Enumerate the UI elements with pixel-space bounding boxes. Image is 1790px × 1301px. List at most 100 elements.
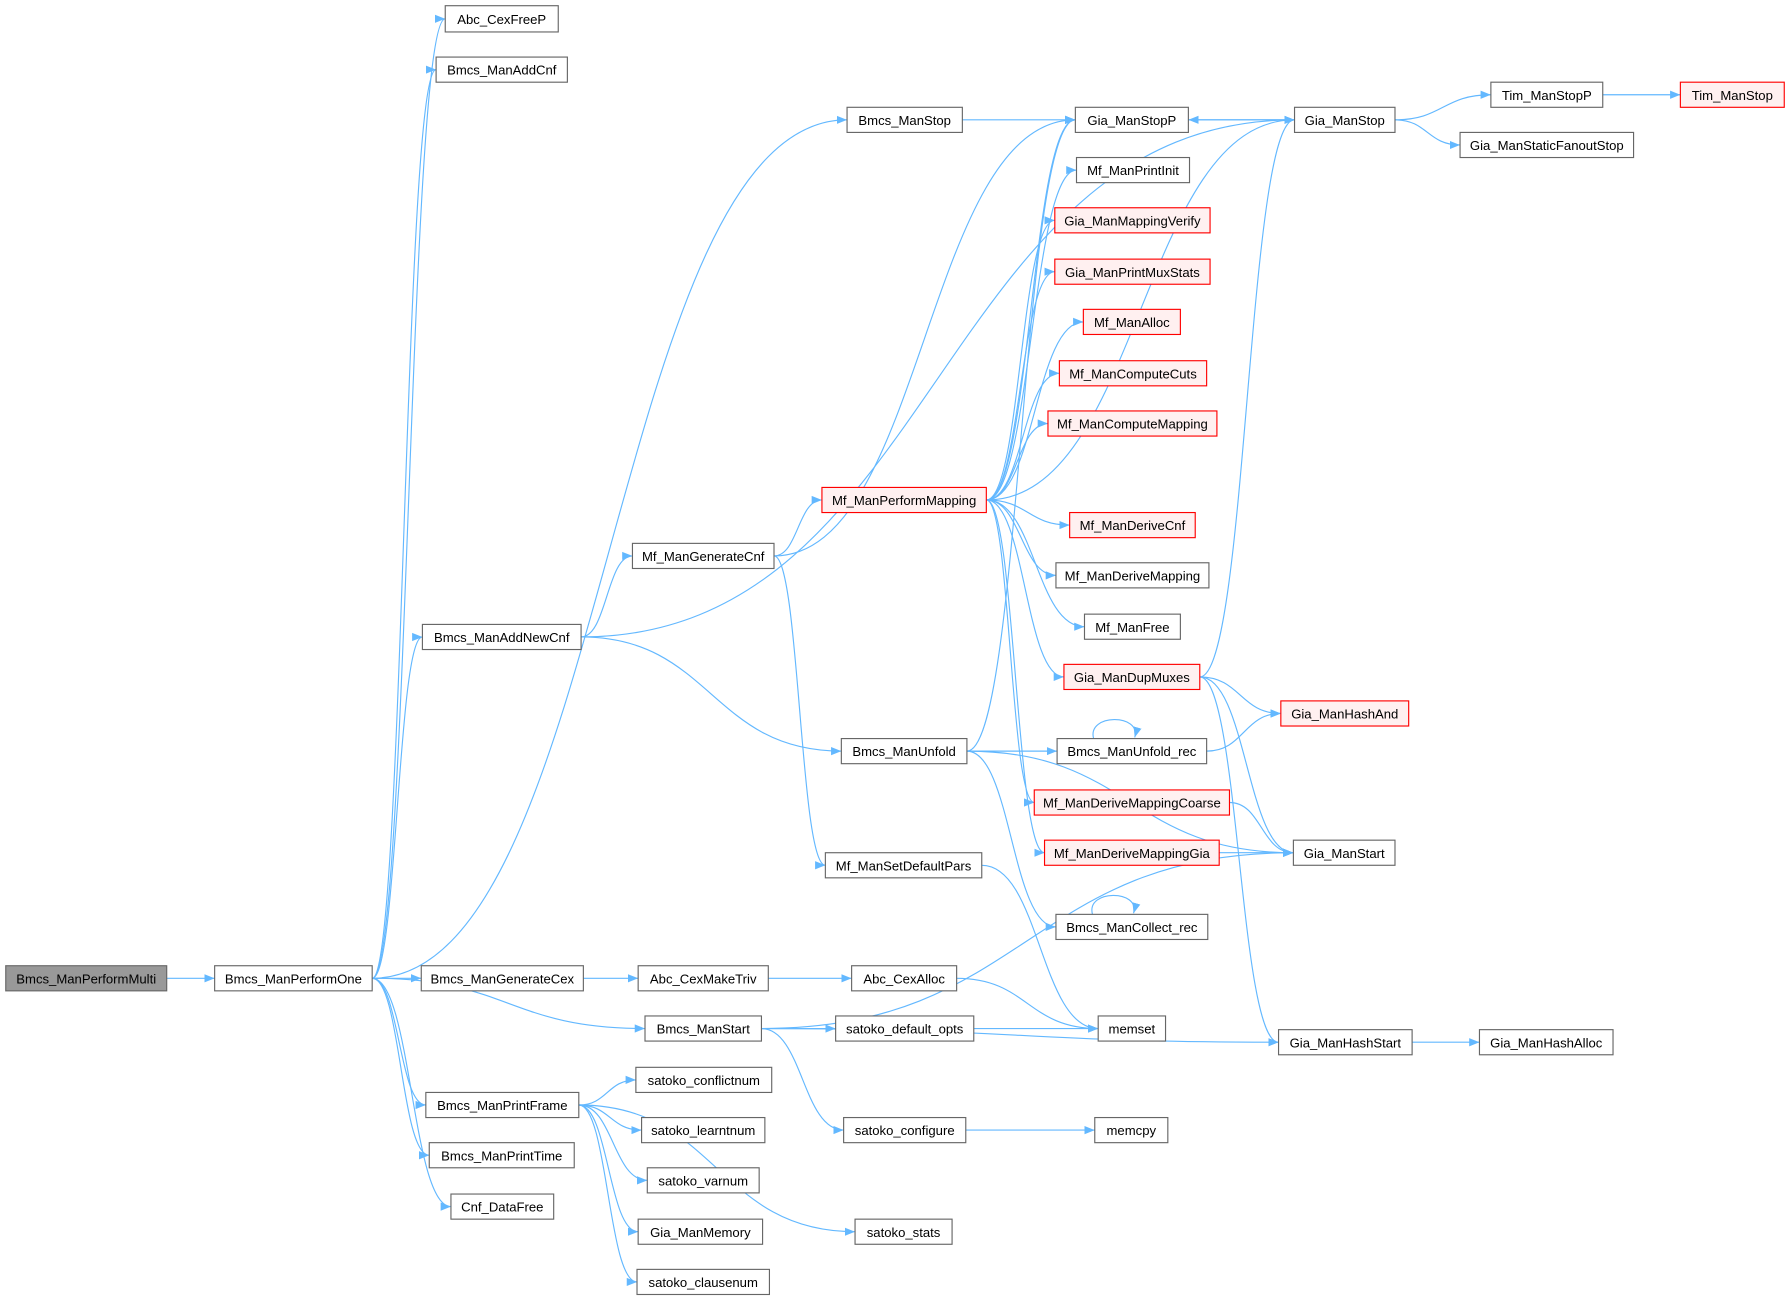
node-mf-mancomputecuts[interactable]: Mf_ManComputeCuts [1058,360,1208,387]
node-label: Mf_ManDeriveMappingCoarse [1043,796,1221,811]
edge-bmcs-manperformone-to-bmcs-manaddcnf [371,65,437,979]
node-gia-manmappingverify[interactable]: Gia_ManMappingVerify [1054,207,1211,234]
node-bmcs-manprintframe[interactable]: Bmcs_ManPrintFrame [425,1091,580,1119]
node-mf-manderivecnf[interactable]: Mf_ManDeriveCnf [1069,511,1196,539]
node-label: Mf_ManComputeCuts [1069,366,1197,381]
node-tim-manstopp[interactable]: Tim_ManStopP [1490,81,1604,108]
node-mf-manperformmapping[interactable]: Mf_ManPerformMapping [821,486,987,514]
node-label: Gia_ManHashAnd [1291,707,1398,722]
node-mf-mansetdefaultpars[interactable]: Mf_ManSetDefaultPars [824,852,983,879]
node-box [631,542,775,570]
node-box [214,965,373,992]
node-satoko-learntnum[interactable]: satoko_learntnum [641,1116,766,1144]
node-label: Cnf_DataFree [461,1200,543,1215]
node-mf-manderivemappingcoarse[interactable]: Mf_ManDeriveMappingCoarse [1033,789,1231,816]
node-box [846,106,963,133]
node-label: Bmcs_ManPrintTime [441,1148,562,1163]
edge-mf-mangeneratecnf-to-mf-mansetdefaultpars [773,555,826,870]
node-label: Mf_ManGenerateCnf [642,549,765,564]
node-box [644,1015,763,1042]
node-mf-mancomputemapping[interactable]: Mf_ManComputeMapping [1047,410,1218,437]
node-box [851,965,958,992]
node-box [1082,308,1181,336]
node-label: Abc_CexMakeTriv [650,971,757,986]
node-satoko-configure[interactable]: satoko_configure [843,1116,967,1144]
node-box [1033,789,1231,816]
node-box [428,1142,575,1169]
node-label: Bmcs_ManCollect_rec [1066,920,1198,935]
node-memset[interactable]: memset [1097,1015,1167,1042]
node-box [1490,81,1604,108]
node-mf-manprintinit[interactable]: Mf_ManPrintInit [1075,156,1191,184]
node-mf-manderivemappinggia[interactable]: Mf_ManDeriveMappingGia [1043,839,1220,866]
node-box [1293,106,1396,133]
edge-bmcs-manperformone-to-bmcs-manprintframe [372,977,426,1110]
node-memcpy[interactable]: memcpy [1094,1116,1169,1144]
node-mf-manfree[interactable]: Mf_ManFree [1083,613,1181,640]
node-gia-manhashand[interactable]: Gia_ManHashAnd [1280,700,1410,727]
node-gia-manmemory[interactable]: Gia_ManMemory [637,1218,764,1245]
node-satoko-clausenum[interactable]: satoko_clausenum [636,1268,771,1296]
node-gia-manstaticfanoutstop[interactable]: Gia_ManStaticFanoutStop [1459,131,1635,159]
edge-bmcs-manaddnewcnf-to-mf-mangeneratecnf [581,551,633,638]
node-bmcs-manunfold-rec[interactable]: Bmcs_ManUnfold_rec [1056,737,1208,765]
node-label: Bmcs_ManUnfold [852,744,955,759]
node-label: Bmcs_ManGenerateCex [431,971,575,986]
node-box [420,965,584,992]
node-label: Abc_CexFreeP [457,12,546,27]
node-box [1097,1015,1167,1042]
node-label: satoko_default_opts [846,1022,964,1037]
node-abc-cexmaketriv[interactable]: Abc_CexMakeTriv [637,965,769,992]
node-gia-manstop[interactable]: Gia_ManStop [1293,106,1396,133]
node-satoko-default-opts[interactable]: satoko_default_opts [835,1015,975,1042]
node-gia-manhashstart[interactable]: Gia_ManHashStart [1277,1029,1413,1056]
node-satoko-conflictnum[interactable]: satoko_conflictnum [635,1066,773,1094]
node-tim-manstop[interactable]: Tim_ManStop [1679,81,1785,108]
node-box [1043,839,1220,866]
node-box [821,486,987,514]
node-box [435,56,568,83]
node-gia-manhashalloc[interactable]: Gia_ManHashAlloc [1478,1029,1614,1056]
node-bmcs-manprinttime[interactable]: Bmcs_ManPrintTime [428,1142,575,1169]
node-box [1292,839,1396,866]
edge-mf-manperformmapping-to-mf-mancomputecuts [986,369,1060,501]
edge-mf-manperformmapping-to-mf-manfree [986,499,1085,631]
node-box [1056,737,1208,765]
node-bmcs-manperformone[interactable]: Bmcs_ManPerformOne [214,965,373,992]
edge-mf-mangeneratecnf-to-mf-manperformmapping [773,495,822,557]
node-mf-manderivemapping[interactable]: Mf_ManDeriveMapping [1055,562,1210,589]
node-gia-manprintmuxstats[interactable]: Gia_ManPrintMuxStats [1054,258,1211,285]
node-bmcs-manaddcnf[interactable]: Bmcs_ManAddCnf [435,56,568,83]
edge-mf-manderivemappingcoarse-to-gia-manstart [1229,801,1294,857]
node-abc-cexfreep[interactable]: Abc_CexFreeP [444,5,559,33]
node-box [641,1116,766,1144]
edge-mf-manperformmapping-to-mf-manderivemapping [986,499,1056,580]
node-label: Bmcs_ManPerformMulti [16,971,156,986]
node-satoko-stats[interactable]: satoko_stats [854,1218,953,1245]
edge-bmcs-manprintframe-to-satoko-learntnum [578,1104,642,1135]
node-bmcs-mancollect-rec[interactable]: Bmcs_ManCollect_rec [1055,913,1209,941]
node-box [854,1218,953,1245]
node-satoko-varnum[interactable]: satoko_varnum [646,1167,760,1194]
node-bmcs-manstart[interactable]: Bmcs_ManStart [644,1015,763,1042]
node-bmcs-manaddnewcnf[interactable]: Bmcs_ManAddNewCnf [421,623,582,651]
node-box [1679,81,1785,108]
edge-bmcs-manunfold-to-gia-manstopp [966,115,1076,752]
node-bmcs-mangeneratecex[interactable]: Bmcs_ManGenerateCex [420,965,584,992]
node-abc-cexalloc[interactable]: Abc_CexAlloc [851,965,958,992]
node-label: Bmcs_ManStop [858,113,951,128]
node-mf-mangeneratecnf[interactable]: Mf_ManGenerateCnf [631,542,775,570]
node-cnf-datafree[interactable]: Cnf_DataFree [450,1193,555,1220]
node-box [1055,562,1210,589]
node-gia-manstopp[interactable]: Gia_ManStopP [1074,106,1189,133]
node-label: Bmcs_ManPrintFrame [437,1098,567,1113]
node-label: Bmcs_ManUnfold_rec [1067,744,1196,759]
edge-bmcs-manprintframe-to-gia-manmemory [578,1104,639,1236]
node-gia-mandupmuxes[interactable]: Gia_ManDupMuxes [1063,663,1201,691]
edge-bmcs-manprintframe-to-satoko-clausenum [578,1104,638,1286]
node-gia-manstart[interactable]: Gia_ManStart [1292,839,1396,866]
node-bmcs-manunfold[interactable]: Bmcs_ManUnfold [840,737,968,765]
node-mf-manalloc[interactable]: Mf_ManAlloc [1082,308,1181,336]
node-bmcs-manstop[interactable]: Bmcs_ManStop [846,106,963,133]
edge-bmcs-manunfold-rec-to-gia-manhashand [1206,709,1281,752]
